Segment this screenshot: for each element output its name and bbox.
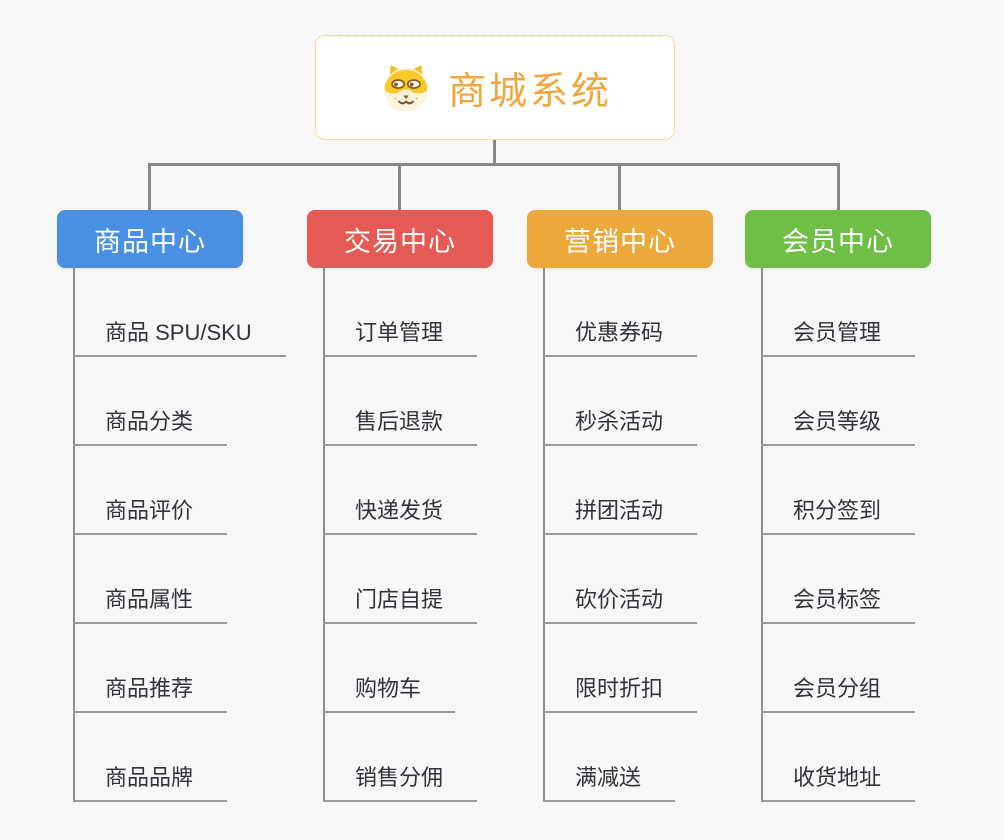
child-node-label: 优惠券码 xyxy=(575,320,664,345)
child-node-label: 订单管理 xyxy=(355,320,444,345)
root-stem-connector xyxy=(493,140,496,164)
branch-node-marketing-center[interactable]: 营销中心 xyxy=(527,210,713,268)
child-node[interactable]: 购物车 xyxy=(323,674,456,713)
branch-node-label: 会员中心 xyxy=(782,226,894,257)
child-node[interactable]: 限时折扣 xyxy=(543,674,698,713)
child-node[interactable]: 订单管理 xyxy=(323,318,478,357)
child-node-label: 销售分佣 xyxy=(355,765,444,790)
child-node-label: 限时折扣 xyxy=(575,676,664,701)
branch-node-product-center[interactable]: 商品中心 xyxy=(57,210,243,268)
child-node-label: 砍价活动 xyxy=(575,587,664,612)
child-node-label: 会员标签 xyxy=(793,587,882,612)
child-node[interactable]: 售后退款 xyxy=(323,407,478,446)
child-node[interactable]: 会员等级 xyxy=(761,407,916,446)
branch-children-trade-center: 订单管理 售后退款 快递发货 门店自提 购物车 销售分佣 xyxy=(323,268,478,802)
branch-children-product-center: 商品 SPU/SKU 商品分类 商品评价 商品属性 商品推荐 商品品牌 xyxy=(73,268,286,802)
child-node-label: 会员分组 xyxy=(793,676,882,701)
branch-drop-connector xyxy=(398,163,401,210)
child-node-label: 商品评价 xyxy=(105,498,194,523)
child-node[interactable]: 商品推荐 xyxy=(73,674,228,713)
child-node-label: 积分签到 xyxy=(793,498,882,523)
child-node-label: 会员管理 xyxy=(793,320,882,345)
child-node-label: 快递发货 xyxy=(355,498,444,523)
child-node[interactable]: 商品 SPU/SKU xyxy=(73,318,286,357)
child-node-label: 商品分类 xyxy=(105,409,194,434)
child-node[interactable]: 商品分类 xyxy=(73,407,228,446)
branch-node-member-center[interactable]: 会员中心 xyxy=(745,210,931,268)
child-node[interactable]: 会员分组 xyxy=(761,674,916,713)
child-node-label: 购物车 xyxy=(355,676,422,701)
branch-node-label: 交易中心 xyxy=(344,226,456,257)
child-node-label: 拼团活动 xyxy=(575,498,664,523)
child-node[interactable]: 门店自提 xyxy=(323,585,478,624)
child-node[interactable]: 销售分佣 xyxy=(323,763,478,802)
child-node[interactable]: 会员管理 xyxy=(761,318,916,357)
child-node[interactable]: 秒杀活动 xyxy=(543,407,698,446)
branch-node-label: 商品中心 xyxy=(94,226,206,257)
child-node[interactable]: 商品属性 xyxy=(73,585,228,624)
branch-drop-connector xyxy=(618,163,621,210)
child-node[interactable]: 会员标签 xyxy=(761,585,916,624)
child-node-label: 秒杀活动 xyxy=(575,409,664,434)
root-node[interactable]: 商城系统 xyxy=(315,35,675,140)
root-node-label: 商城系统 xyxy=(447,71,612,113)
child-node-label: 商品属性 xyxy=(105,587,194,612)
child-node-label: 售后退款 xyxy=(355,409,444,434)
child-node-label: 商品 SPU/SKU xyxy=(105,320,252,345)
dog-face-icon xyxy=(378,60,434,116)
child-node-label: 门店自提 xyxy=(355,587,444,612)
branch-horizontal-connector xyxy=(148,163,840,166)
child-node-label: 商品品牌 xyxy=(105,765,194,790)
branch-children-member-center: 会员管理 会员等级 积分签到 会员标签 会员分组 收货地址 xyxy=(761,268,916,802)
branch-drop-connector xyxy=(148,163,151,210)
child-node[interactable]: 商品评价 xyxy=(73,496,228,535)
child-node-label: 会员等级 xyxy=(793,409,882,434)
child-node[interactable]: 积分签到 xyxy=(761,496,916,535)
child-node[interactable]: 优惠券码 xyxy=(543,318,698,357)
branch-children-marketing-center: 优惠券码 秒杀活动 拼团活动 砍价活动 限时折扣 满减送 xyxy=(543,268,698,802)
child-node-label: 商品推荐 xyxy=(105,676,194,701)
child-node[interactable]: 满减送 xyxy=(543,763,676,802)
child-node[interactable]: 快递发货 xyxy=(323,496,478,535)
child-node[interactable]: 拼团活动 xyxy=(543,496,698,535)
child-node-label: 满减送 xyxy=(575,765,642,790)
child-node[interactable]: 商品品牌 xyxy=(73,763,228,802)
child-node-label: 收货地址 xyxy=(793,765,882,790)
child-node[interactable]: 收货地址 xyxy=(761,763,916,802)
branch-node-trade-center[interactable]: 交易中心 xyxy=(307,210,493,268)
branch-node-label: 营销中心 xyxy=(564,226,676,257)
child-node[interactable]: 砍价活动 xyxy=(543,585,698,624)
branch-drop-connector xyxy=(837,163,840,210)
